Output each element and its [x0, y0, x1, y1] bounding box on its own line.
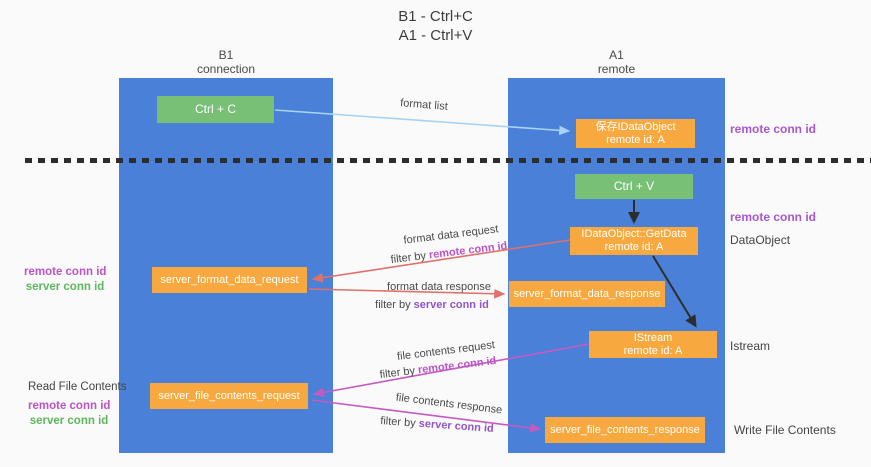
istream-line2: remote id: A: [623, 344, 683, 357]
label-filter-server-2: filter by server conn id: [380, 415, 494, 435]
box-server-format-data-response: server_format_data_response: [509, 281, 665, 307]
annotation-dataobject: DataObject: [730, 233, 791, 247]
lane-a1-name: A1: [609, 48, 624, 62]
ctrl-v-label: Ctrl + V: [613, 179, 655, 193]
label-format-data-response: format data response: [387, 281, 491, 293]
format-response-label: server_format_data_response: [513, 287, 661, 300]
file-request-label: server_file_contents_request: [158, 389, 300, 402]
lane-b1-role: connection: [196, 62, 256, 76]
left-remote-conn-id-2: remote conn id: [28, 400, 111, 412]
label-file-contents-response: file contents response: [395, 391, 503, 417]
annotation-remote-conn-id-mid: remote conn id: [730, 210, 817, 224]
left-server-conn-id-1: server conn id: [25, 281, 105, 293]
annotation-istream: Istream: [730, 339, 771, 353]
box-server-file-contents-request: server_file_contents_request: [150, 383, 308, 409]
box-idataobject-getdata: IDataObject::GetData remote id: A: [570, 227, 698, 255]
phase-separator-dashed-line: [25, 158, 871, 163]
annotation-write-file-contents: Write File Contents: [734, 423, 836, 437]
server-conn-id-text-1: server conn id: [413, 299, 489, 311]
box-ctrl-c: Ctrl + C: [157, 96, 274, 123]
server-conn-id-text-2: server conn id: [418, 417, 495, 435]
annotation-read-file-contents: Read File Contents: [28, 381, 127, 393]
save-idataobject-line1: 保存IDataObject: [595, 120, 676, 133]
left-remote-conn-id-1: remote conn id: [24, 266, 107, 278]
getdata-line1: IDataObject::GetData: [581, 228, 687, 240]
filter-by-text-2: filter by: [375, 299, 414, 311]
annotation-left-conn-ids-2: remote conn id server conn id: [28, 399, 110, 429]
left-server-conn-id-2: server conn id: [29, 415, 109, 427]
box-istream: IStream remote id: A: [589, 331, 717, 358]
ctrl-c-label: Ctrl + C: [194, 102, 236, 116]
file-response-label: server_file_contents_response: [550, 423, 700, 436]
box-ctrl-v: Ctrl + V: [575, 174, 693, 199]
lane-a1-role: remote: [597, 62, 636, 76]
title-line-2: A1 - Ctrl+V: [398, 27, 473, 44]
box-server-format-data-request: server_format_data_request: [152, 267, 307, 293]
lane-header-a1: A1 remote: [508, 48, 725, 76]
getdata-line2: remote id: A: [604, 241, 664, 253]
filter-by-text-1: filter by: [390, 249, 430, 267]
annotation-left-conn-ids-1: remote conn id server conn id: [24, 265, 106, 295]
annotation-remote-conn-id-top: remote conn id: [730, 122, 817, 136]
lane-b1-name: B1: [218, 48, 234, 62]
remote-conn-id-text-1: remote conn id: [428, 239, 508, 262]
lane-header-b1: B1 connection: [119, 48, 333, 76]
title-line-1: B1 - Ctrl+C: [398, 8, 473, 25]
label-format-list: format list: [399, 97, 449, 113]
label-filter-server-1: filter by server conn id: [375, 299, 489, 311]
save-idataobject-line2: remote id: A: [606, 133, 665, 146]
box-save-idataobject: 保存IDataObject remote id: A: [576, 119, 695, 148]
box-server-file-contents-response: server_file_contents_response: [545, 417, 705, 443]
diagram-title: B1 - Ctrl+C A1 - Ctrl+V: [0, 7, 871, 45]
istream-line1: IStream: [633, 331, 673, 344]
filter-by-text-4: filter by: [379, 415, 420, 430]
format-request-label: server_format_data_request: [160, 273, 299, 286]
filter-by-text-3: filter by: [379, 364, 419, 382]
